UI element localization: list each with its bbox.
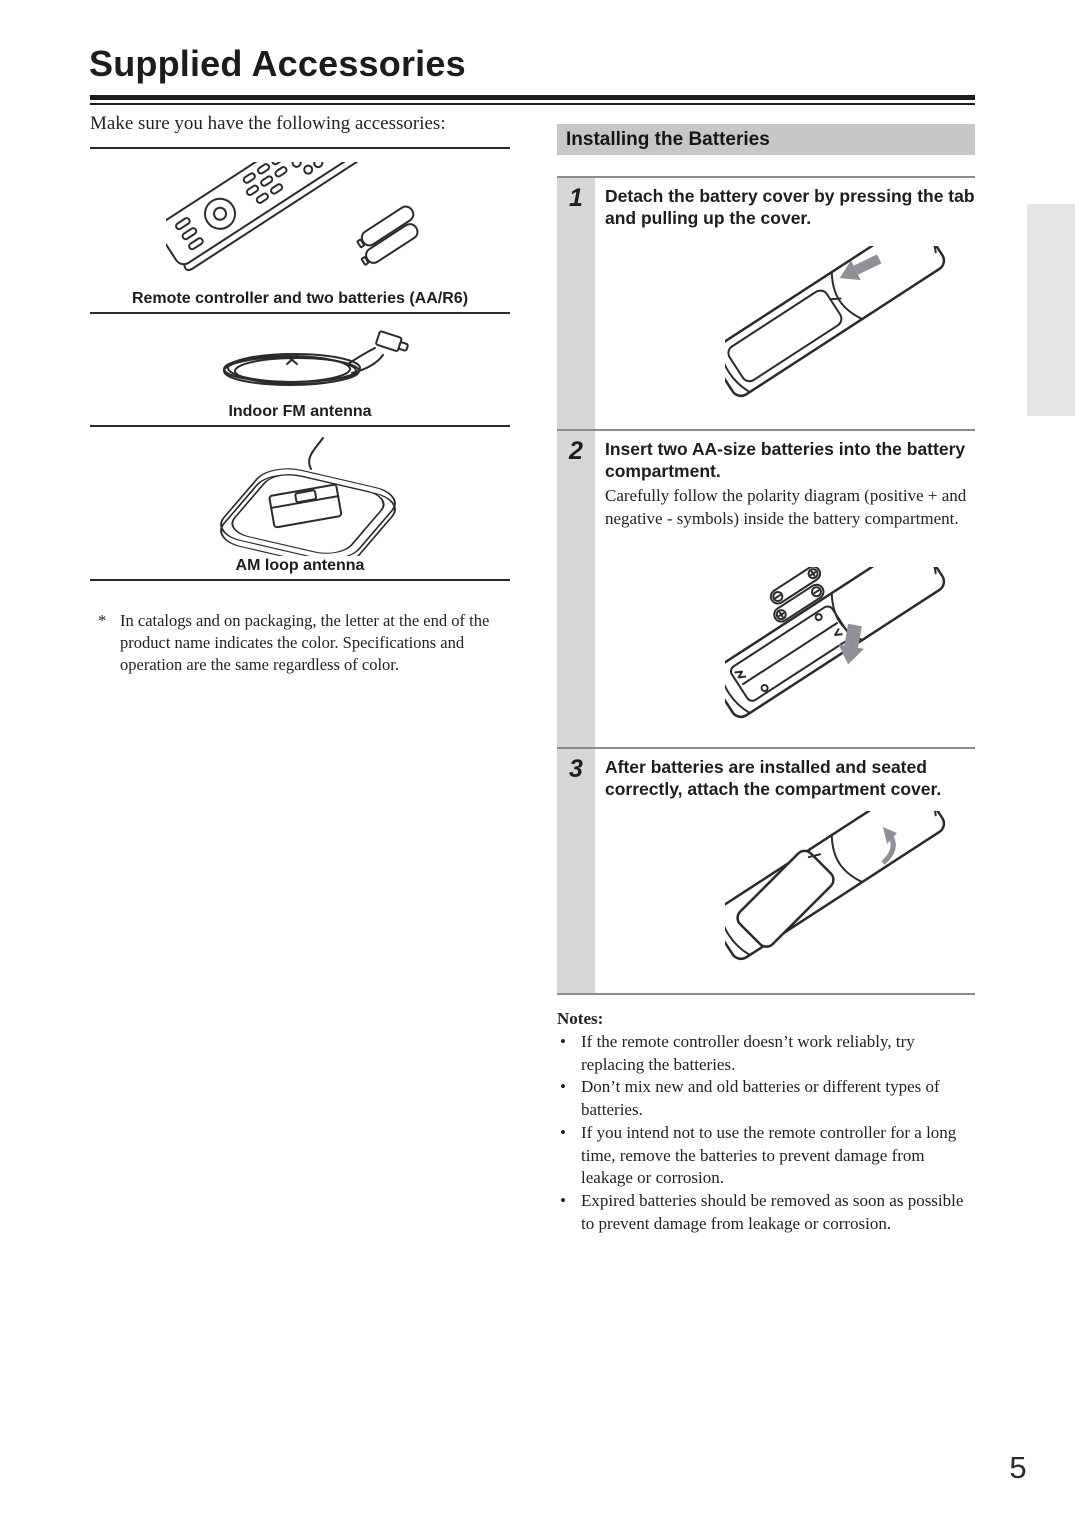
note-text: Don’t mix new and old batteries or diffe… (581, 1077, 940, 1120)
step-heading: Detach the battery cover by pressing the… (605, 186, 975, 229)
bullet-marker: • (560, 1031, 566, 1051)
title-rule-thin (90, 103, 975, 105)
footnote-text: In catalogs and on packaging, the letter… (120, 611, 490, 674)
installing-batteries-section: Installing the Batteries 1 Detach the ba… (557, 124, 975, 1236)
step-content: Detach the battery cover by pressing the… (595, 178, 975, 429)
accessory-caption: AM loop antenna (235, 557, 365, 574)
page-number: 5 (1009, 1450, 1027, 1485)
step-body: Carefully follow the polarity diagram (p… (605, 486, 967, 529)
accessory-caption: Remote controller and two batteries (AA/… (131, 290, 469, 307)
divider (90, 425, 510, 427)
note-text: If the remote controller doesn’t work re… (581, 1031, 915, 1074)
color-footnote: * In catalogs and on packaging, the lett… (98, 610, 502, 676)
remote-and-batteries-illustration (166, 162, 419, 272)
bullet-marker: • (560, 1122, 566, 1142)
section-banner: Installing the Batteries (557, 124, 975, 155)
step-number: 1 (569, 184, 583, 212)
step-number-strip: 2 (557, 431, 595, 747)
step-number-strip: 3 (557, 749, 595, 993)
page-edge-tab (1027, 204, 1075, 416)
remote-cover-removal-illustration (725, 246, 946, 398)
step-heading: Insert two AA-size batteries into the ba… (605, 439, 966, 482)
note-item: • If the remote controller doesn’t work … (557, 1031, 975, 1077)
note-item: • Don’t mix new and old batteries or dif… (557, 1076, 975, 1122)
step-content: Insert two AA-size batteries into the ba… (595, 431, 975, 747)
page-title: Supplied Accessories (89, 43, 466, 84)
steps-list: 1 Detach the battery cover by pressing t… (557, 176, 975, 995)
step-1: 1 Detach the battery cover by pressing t… (557, 176, 975, 429)
bullet-marker: • (560, 1077, 566, 1097)
section-title: Installing the Batteries (566, 128, 770, 150)
divider (90, 312, 510, 314)
step-number-strip: 1 (557, 178, 595, 429)
step-number: 3 (569, 755, 583, 783)
step-heading: After batteries are installed and seated… (605, 757, 942, 800)
am-loop-antenna-illustration (220, 437, 396, 556)
battery-insertion-illustration (725, 567, 946, 719)
notes-section: Notes: • If the remote controller doesn’… (557, 1008, 975, 1236)
note-text: If you intend not to use the remote cont… (581, 1122, 957, 1188)
divider (90, 579, 510, 581)
cover-attachment-illustration (725, 811, 946, 961)
step-content: After batteries are installed and seated… (595, 749, 975, 993)
step-2: 2 Insert two AA-size batteries into the … (557, 429, 975, 747)
notes-title: Notes: (557, 1009, 604, 1028)
divider (90, 147, 510, 149)
accessory-caption: Indoor FM antenna (228, 403, 372, 420)
bullet-marker: • (560, 1191, 566, 1211)
fm-antenna-illustration (223, 330, 409, 386)
step-number: 2 (569, 437, 583, 465)
note-item: • If you intend not to use the remote co… (557, 1122, 975, 1190)
note-item: • Expired batteries should be removed as… (557, 1190, 975, 1236)
note-text: Expired batteries should be removed as s… (581, 1191, 964, 1233)
title-rule-thick (90, 95, 975, 100)
step-3: 3 After batteries are installed and seat… (557, 747, 975, 993)
intro-text: Make sure you have the following accesso… (90, 113, 446, 134)
footnote-marker: * (98, 611, 107, 630)
